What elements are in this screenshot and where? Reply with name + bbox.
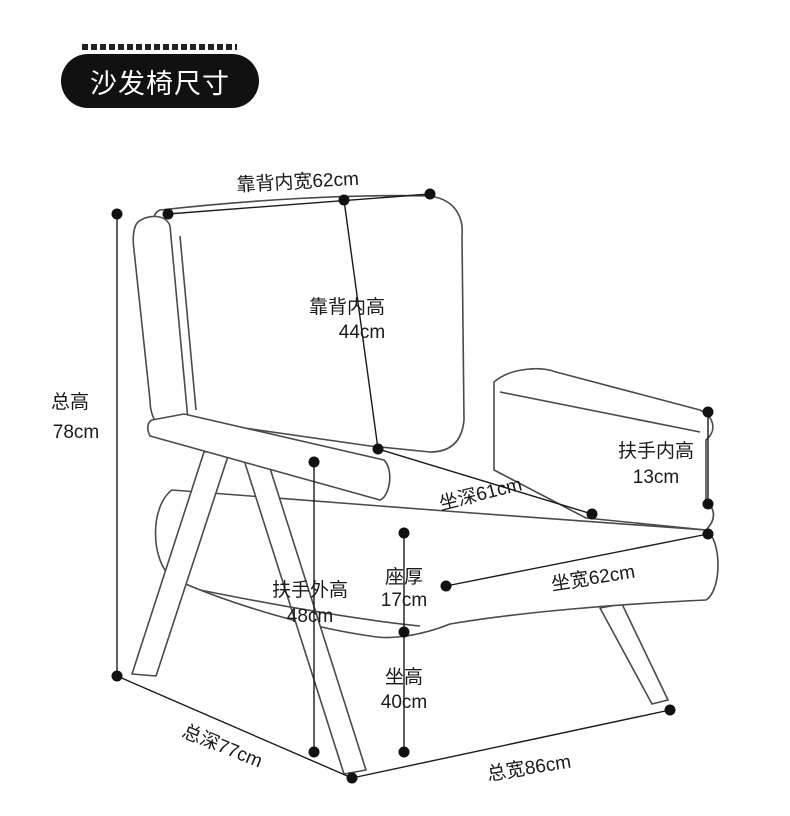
- total-height-value: 78cm: [53, 422, 99, 443]
- dimension-lines: [116, 193, 709, 779]
- right-armrest: [493, 368, 715, 531]
- title-top-stripe: [82, 44, 237, 50]
- seat-height-label: 坐高: [385, 666, 423, 688]
- rear-right-leg: [599, 603, 669, 705]
- dot: [702, 528, 714, 540]
- total-depth-line: [116, 675, 353, 779]
- dot: [440, 580, 452, 592]
- backrest: [152, 194, 465, 453]
- seat-height-value: 40cm: [381, 692, 427, 713]
- dot: [664, 704, 676, 716]
- page-title: 沙发椅尺寸: [61, 54, 259, 108]
- dot: [372, 443, 384, 455]
- dot: [586, 508, 598, 520]
- armrest-outer-value: 48cm: [287, 606, 333, 627]
- dot: [308, 746, 320, 758]
- dot: [338, 194, 350, 206]
- armrest-inner-value: 13cm: [633, 467, 679, 488]
- seat-thickness-label: 座厚: [385, 566, 423, 588]
- total-height-label: 总高: [51, 391, 89, 413]
- seat-stitch: [199, 589, 421, 627]
- dot: [424, 188, 436, 200]
- back-height-line: [343, 199, 379, 450]
- armrest-outer-label: 扶手外高: [272, 579, 348, 601]
- dot: [702, 498, 714, 510]
- dot: [111, 670, 123, 682]
- dot: [398, 746, 410, 758]
- dot: [308, 456, 320, 468]
- seat-depth-line: [377, 448, 593, 515]
- total-width-label: 总宽86cm: [486, 751, 573, 786]
- total-depth-label: 总深77cm: [179, 720, 266, 772]
- dot: [398, 527, 410, 539]
- back-height-value: 44cm: [339, 322, 385, 343]
- seat-width-line: [445, 533, 709, 587]
- seat-thickness-value: 17cm: [381, 590, 427, 611]
- total-width-line: [351, 709, 671, 779]
- armrest-inner-label: 扶手内高: [618, 440, 694, 462]
- armrest-stitch: [499, 391, 701, 433]
- back-height-label: 靠背内高: [309, 296, 385, 318]
- dot: [346, 772, 358, 784]
- dimension-dots: [111, 188, 714, 784]
- front-armrest: [147, 413, 391, 501]
- dot: [398, 626, 410, 638]
- dot: [111, 208, 123, 220]
- dot: [162, 208, 174, 220]
- chair-outline: [131, 194, 719, 775]
- dot: [702, 406, 714, 418]
- back-width-label: 靠背内宽62cm: [236, 168, 359, 196]
- backrest-stitch: [179, 235, 197, 411]
- back-width-line: [167, 193, 431, 215]
